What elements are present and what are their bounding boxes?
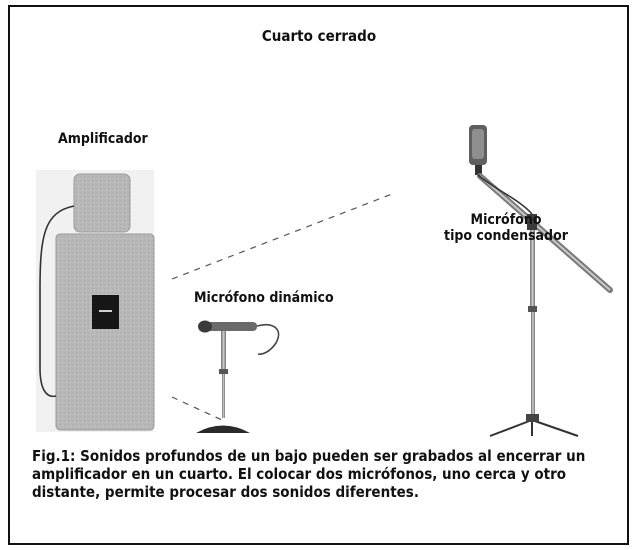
condenser-microphone [469, 125, 613, 437]
condenser-mic-label-line1: Micrófono [470, 212, 542, 228]
amp-cabinet [55, 233, 155, 431]
dynamic-microphone [196, 320, 280, 433]
condenser-mic-label: Micrófono tipo condensador [436, 212, 576, 244]
dynamic-mic-label: Micrófono dinámico [194, 290, 334, 306]
dashed-line-close [171, 396, 223, 421]
figure-caption: Fig.1: Sonidos profundos de un bajo pued… [32, 447, 586, 501]
amp-head [73, 173, 131, 233]
amp-cable [39, 205, 75, 398]
condenser-mic-label-line2: tipo condensador [444, 228, 568, 244]
amplifier [36, 170, 155, 432]
dashed-line-distant [171, 193, 393, 280]
room-title: Cuarto cerrado [261, 27, 377, 45]
amplifier-label: Amplificador [58, 131, 148, 147]
amp-speaker-slot [99, 310, 112, 312]
